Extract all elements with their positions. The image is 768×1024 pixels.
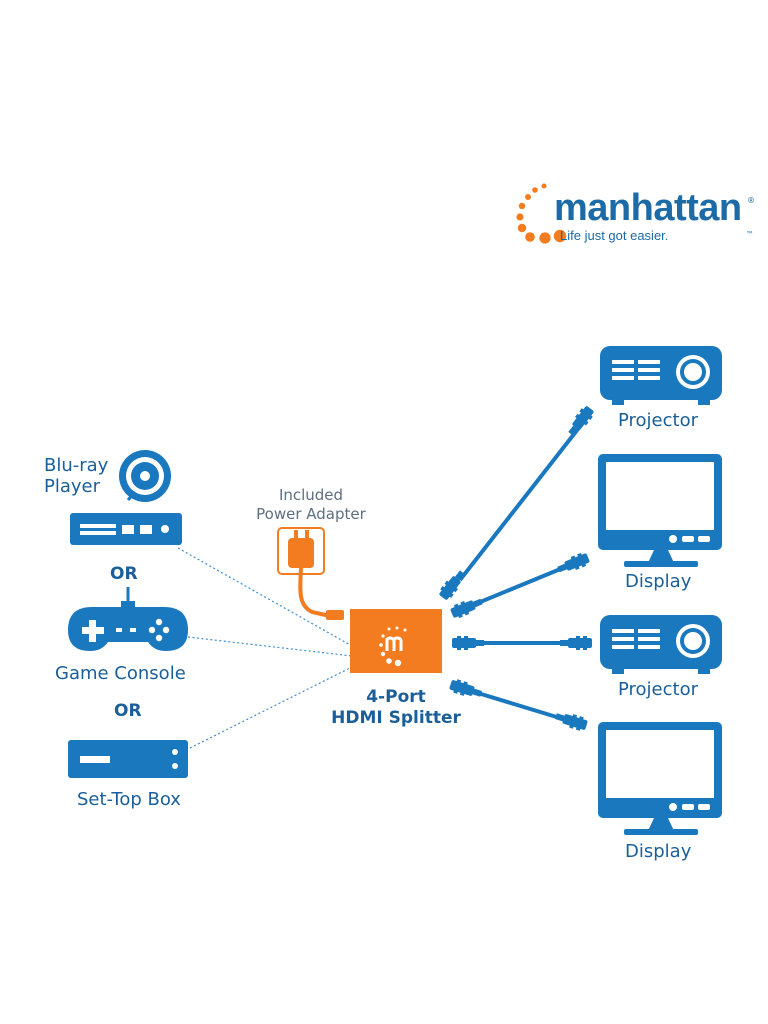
settop-box-icon <box>68 740 188 778</box>
hdmi-cable-4 <box>448 677 589 733</box>
brand-name: manhattan <box>554 187 742 229</box>
line-game-to-splitter <box>187 636 353 657</box>
projector-icon <box>600 615 722 674</box>
label-settop-box: Set-Top Box <box>77 789 181 810</box>
label-or-1: OR <box>110 564 138 584</box>
label-bluray-player: Blu-ray Player <box>44 455 109 497</box>
manhattan-logo-icon <box>516 183 567 244</box>
line-bluray-to-splitter <box>177 547 353 647</box>
label-game-console: Game Console <box>55 663 186 684</box>
label-hdmi-splitter: 4-Port HDMI Splitter <box>331 687 461 728</box>
line-settop-to-splitter <box>189 666 353 749</box>
display-icon <box>598 454 722 567</box>
hdmi-cable-2 <box>449 551 591 620</box>
hdmi-cable-1 <box>437 404 596 602</box>
label-display-2: Display <box>625 841 692 862</box>
label-display-1: Display <box>625 571 692 592</box>
label-projector-2: Projector <box>618 679 698 700</box>
bluray-player-icon <box>70 450 182 545</box>
gamepad-icon <box>68 587 188 651</box>
label-power-adapter: Included Power Adapter <box>256 486 366 523</box>
label-or-2: OR <box>114 701 142 721</box>
brand-tagline: Life just got easier. <box>560 228 669 243</box>
brand-registered-mark: ® <box>747 196 755 205</box>
hdmi-splitter-icon <box>350 609 442 673</box>
display-icon <box>598 722 722 835</box>
label-projector-1: Projector <box>618 410 698 431</box>
power-adapter-icon <box>277 527 344 620</box>
dotted-source-lines <box>177 547 353 749</box>
brand-trademark: ™ <box>746 230 754 239</box>
projector-icon <box>600 346 722 405</box>
hdmi-cable-3 <box>452 636 592 650</box>
